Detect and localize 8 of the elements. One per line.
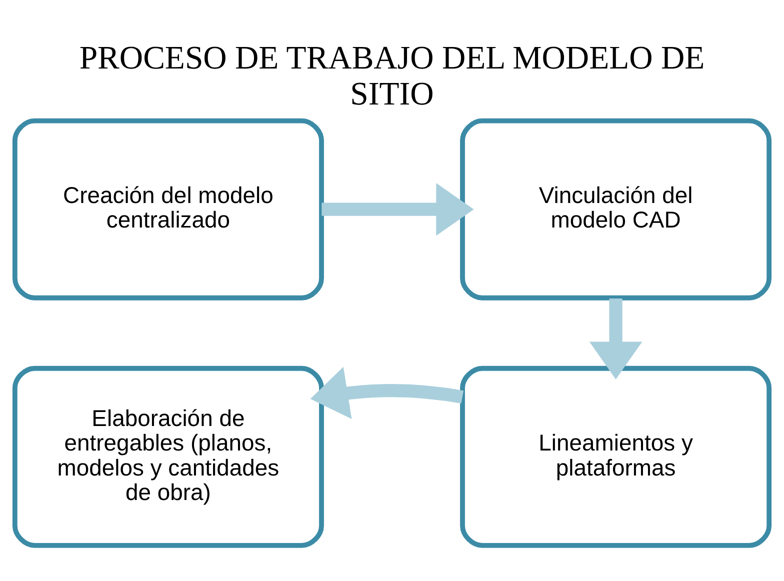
node-box: Vinculación del modelo CAD <box>460 118 772 300</box>
node-box: Lineamientos y plataformas <box>460 366 772 548</box>
node-box: Creación del modelo centralizado <box>12 118 324 300</box>
arrow <box>310 366 464 419</box>
arrow <box>589 298 642 380</box>
node-box: Elaboración de entregables (planos, modelos y cantidades de obra) <box>12 366 324 548</box>
arrow <box>322 182 474 236</box>
diagram-title: PROCESO DE TRABAJO DEL MODELO DE SITIO <box>79 40 705 112</box>
